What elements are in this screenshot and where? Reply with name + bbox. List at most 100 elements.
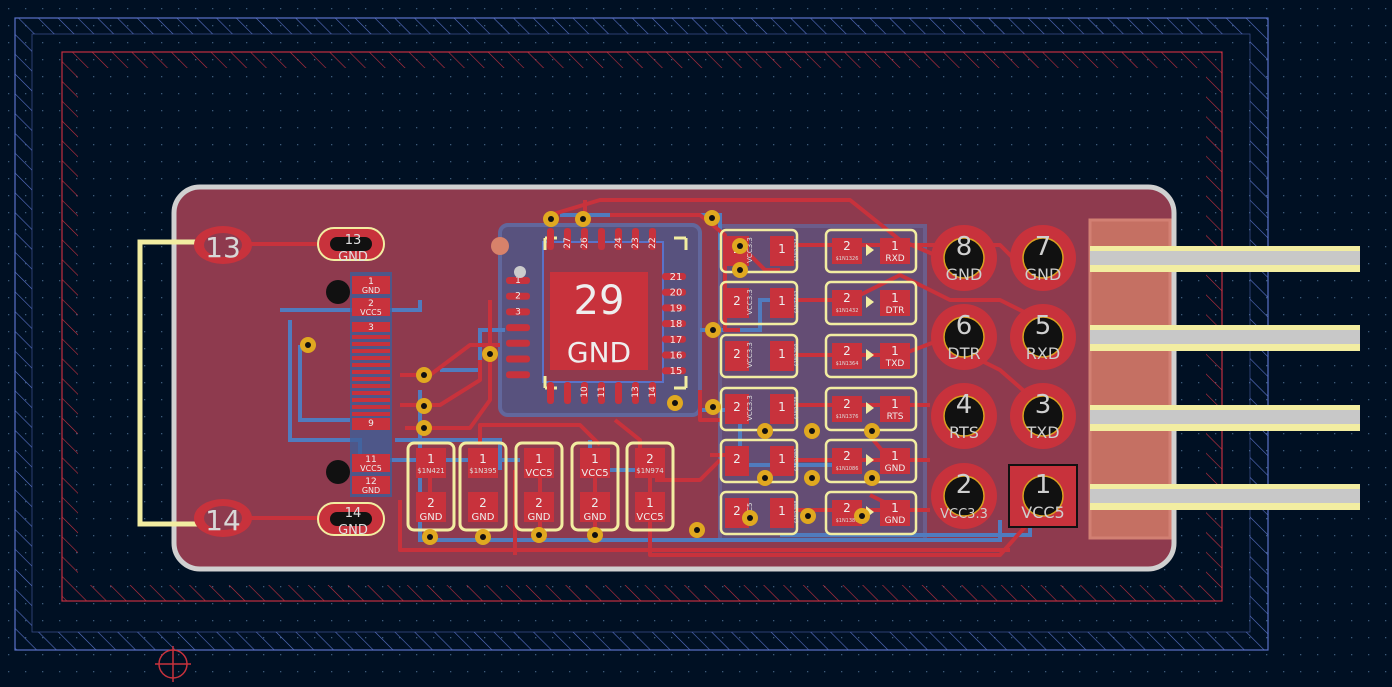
ic-pin-left-label: 2: [515, 292, 521, 302]
connector-pin-pad: [352, 398, 390, 402]
ic-pin-top: [581, 228, 588, 250]
connector-pin-num: 2: [368, 299, 374, 309]
ic-pin-bottom: [547, 382, 554, 404]
ic-pin-right-label: 17: [670, 335, 683, 346]
resistor-pad-num: 1: [778, 242, 786, 256]
connector-pin-net: VCC5: [360, 308, 382, 317]
via-drill: [580, 216, 586, 222]
ic-pin-right: [662, 273, 686, 280]
mounting-hole-14[interactable]: 14: [194, 499, 252, 537]
connector-pin-9[interactable]: 9: [352, 418, 390, 429]
connector-pad-14-net: GND: [338, 523, 368, 538]
connector-pin-pad: [352, 349, 390, 353]
via-drill: [592, 532, 598, 538]
resistor-pad-num: 1: [891, 449, 899, 463]
passive-pad-bottom: [524, 492, 554, 522]
resistor-pad: [725, 288, 749, 318]
via-drill: [427, 534, 433, 540]
connector-pin-pad: [352, 412, 390, 416]
resistor-pad-num: 2: [733, 504, 741, 518]
resistor-pad: [832, 396, 862, 422]
ic-pin-bottom-label: 11: [597, 386, 607, 397]
via-drill: [710, 404, 716, 410]
resistor-pad-net: RTS: [887, 412, 904, 422]
ic-pin-bottom: [598, 382, 605, 404]
resistor-pad: [725, 341, 749, 371]
via-drill: [487, 351, 493, 357]
ic-pin-right-label: 18: [670, 319, 683, 330]
resistor-pad: [770, 341, 794, 371]
resistor-pad: [770, 288, 794, 318]
ic-pin-bottom: [632, 382, 639, 404]
via-drill: [859, 513, 865, 519]
via-drill: [709, 215, 715, 221]
via-drill: [421, 372, 427, 378]
connector-pin-pad: [352, 335, 390, 339]
ic-thermal-pad[interactable]: [550, 272, 648, 370]
resistor-silk-left: [719, 228, 799, 274]
connector-pin-3[interactable]: 3: [352, 322, 390, 333]
connector-pad-13[interactable]: 13 GND: [317, 227, 385, 265]
passive-silk: [625, 441, 675, 532]
led-arrow-icon: [866, 244, 874, 256]
ic-pin-top: [547, 228, 554, 250]
header-pin-net: GND: [946, 265, 983, 284]
connector-pad-14[interactable]: 14 GND: [317, 502, 385, 538]
resistor-pad: [880, 396, 910, 422]
passive-pad-bottom: [580, 492, 610, 522]
resistor-net-left: VCC3.3: [746, 342, 754, 368]
connector-pin-num: 9: [368, 419, 374, 429]
connector-pin-pad: [352, 384, 390, 388]
resistor-pad-num: 1: [891, 397, 899, 411]
ic-pin-left-label: 1: [515, 276, 521, 286]
resistor-net-left: VCC3.3: [746, 289, 754, 315]
ic-pin-left: [506, 324, 530, 332]
header-pin-num: 3: [1035, 390, 1052, 420]
fiducial: [491, 237, 509, 255]
mounting-hole-13[interactable]: 13: [194, 226, 252, 264]
ic-pin-right: [662, 335, 686, 343]
ic-pin-bottom-label: 14: [648, 386, 658, 398]
resistor-pad-num: 1: [891, 239, 899, 253]
connector-pin-pad: [352, 454, 390, 472]
resistor-pad-net: GND: [885, 516, 906, 526]
passive-pad-top: [580, 448, 610, 478]
header-pin-net: VCC5: [1021, 503, 1064, 522]
connector-pin-pad: [352, 418, 390, 428]
ic-pin-right-label: 20: [670, 288, 683, 299]
mounting-hole-14-label: 14: [205, 504, 241, 537]
resistor-value: $1N1442: [794, 291, 800, 314]
led-arrow-icon: [866, 296, 874, 308]
passive-pad-bottom-num: 2: [535, 496, 543, 510]
led-arrow-icon: [866, 454, 874, 466]
ic-pin-bottom-label: 10: [580, 386, 590, 398]
origin-marker-icon[interactable]: [155, 646, 191, 682]
via-drill: [805, 513, 811, 519]
via-drill: [536, 532, 542, 538]
